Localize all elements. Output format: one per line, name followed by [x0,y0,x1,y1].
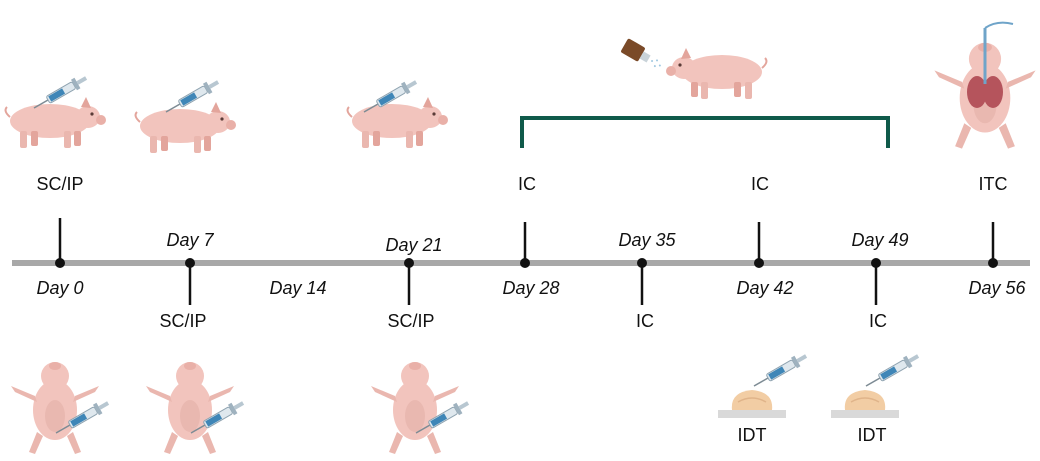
event-label: SC/IP [159,311,206,331]
pig-side-icon [4,96,107,149]
day-label: Day 0 [36,278,83,298]
intranasal-challenge-bracket [520,116,890,148]
day-label: Day 14 [269,278,326,298]
event-label: SC/IP [36,174,83,194]
day-label: Day 35 [618,230,676,250]
day-label: Day 21 [385,235,442,255]
node-day-21 [404,258,414,268]
day-label: Day 49 [851,230,908,250]
spray-bottle-icon [621,38,661,68]
event-label: IC [751,174,769,194]
pig-side-icon [665,47,768,100]
day-label: Day 42 [736,278,793,298]
node-day-7 [185,258,195,268]
day-label: Day 7 [166,230,214,250]
event-label: IC [518,174,536,194]
day-label: Day 56 [968,278,1026,298]
node-day-28 [520,258,530,268]
skin-test-label: IDT [738,425,767,445]
day-markers [58,218,995,305]
day-label: Day 28 [502,278,559,298]
lung-dissection-icon [934,21,1036,149]
node-day-49 [871,258,881,268]
skin-sample-icon [830,389,900,419]
pig-back-icon [371,362,459,454]
syringe-icon [753,353,808,387]
event-label: IC [869,311,887,331]
event-label: ITC [979,174,1008,194]
node-day-0 [55,258,65,268]
node-day-56 [988,258,998,268]
pig-back-icon [11,362,99,454]
syringe-icon [33,75,88,109]
node-day-35 [637,258,647,268]
day-nodes [55,258,998,268]
event-label: IC [636,311,654,331]
skin-sample-icon [717,389,787,419]
node-day-42 [754,258,764,268]
pig-back-icon [146,362,234,454]
pig-side-icon [346,96,449,149]
pig-side-icon [134,101,237,154]
event-label: SC/IP [387,311,434,331]
syringe-icon [165,79,220,113]
syringe-icon [865,353,920,387]
skin-test-label: IDT [858,425,887,445]
